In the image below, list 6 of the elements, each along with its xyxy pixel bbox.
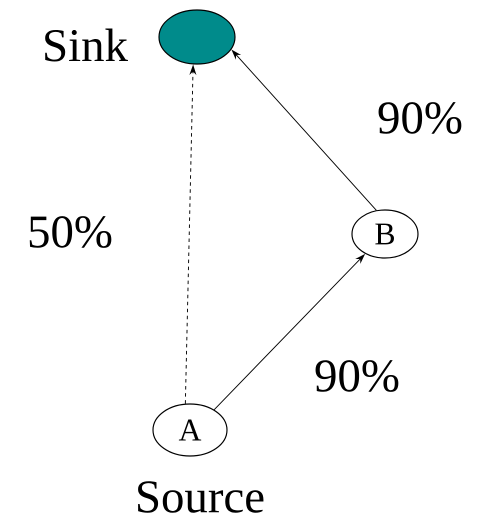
sink-ellipse [158, 9, 236, 65]
node-caption: Sink [45, 28, 128, 62]
edge-label: 90% [316, 360, 398, 392]
edge-label: 90% [378, 102, 462, 134]
node-caption: Source [138, 481, 264, 513]
edge-label: 50% [30, 216, 112, 248]
